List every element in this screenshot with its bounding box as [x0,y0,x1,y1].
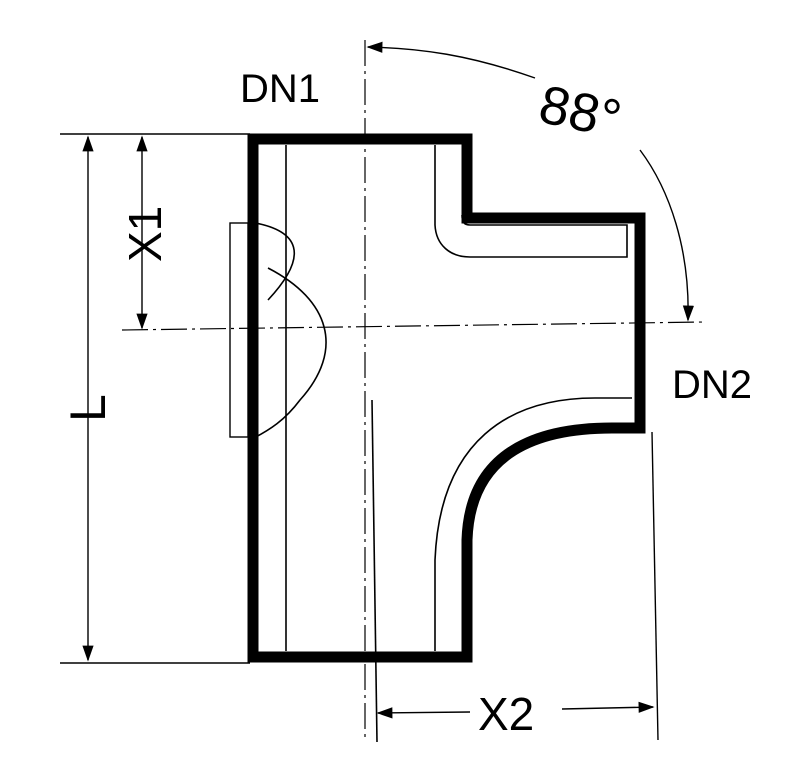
x2-dimension-arrow-right [561,701,655,713]
angle-arc-upper [366,41,536,79]
x2-dimension-arrow-left [376,707,471,719]
x2-label: X2 [478,688,534,740]
weld-seam-curve [249,221,327,441]
horizontal-centerline [121,321,706,331]
branch-inner-wall [434,145,628,258]
x1-label: X1 [119,206,171,262]
angle-label: 88° [534,74,626,150]
right-extension-line [651,431,659,741]
angle-arc-lower [639,149,695,322]
l-label: L [60,394,116,422]
branch-inner-bottom-curve [434,397,632,651]
tee-outer-wall [247,133,646,663]
dn2-label: DN2 [672,363,752,407]
dn1-label: DN1 [240,67,320,111]
side-flange-plate [229,222,249,438]
vertical-reference-line [371,399,378,743]
